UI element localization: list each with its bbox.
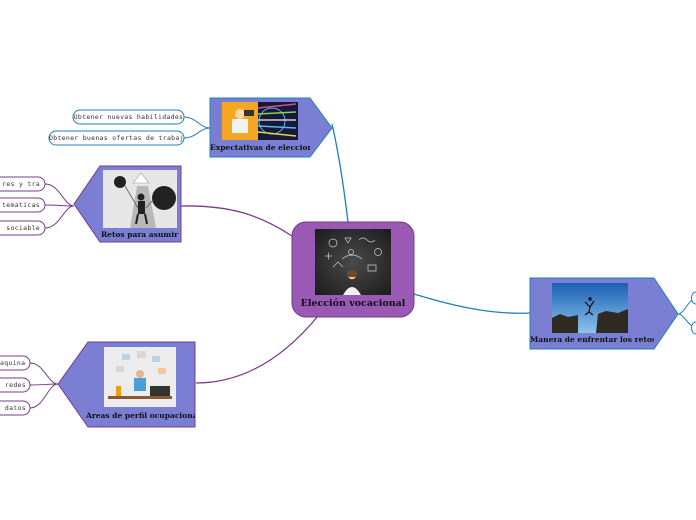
leaf-label-retos-2: tematicas [2,201,40,209]
chained-person-image [103,170,177,228]
leaf-pill-exp-2[interactable] [48,130,185,146]
connector-areas [195,315,319,384]
leaf-pill-manera-1[interactable] [691,291,696,305]
leaf-connector-retos-2 [44,204,75,207]
leaf-label-areas-2: redes [4,381,26,389]
leaf-label-exp-2: Obtener buenas ofertas de trabajo [49,134,184,142]
connector-retos [180,205,293,237]
leaf-label-exp-1: Obtener nuevas habilidades [73,113,184,121]
office-worker-image [104,347,176,407]
leaf-pill-manera-2[interactable] [691,321,696,335]
branch-title-retos: Retos para asumir [100,230,179,239]
central-title: Elección vocacional [300,298,406,309]
leaf-connector-retos-3 [44,205,75,229]
branch-title-areas: Areas de perfil ocupacional [86,411,195,420]
leaf-connector-exp-1 [183,116,211,129]
leaf-connector-retos-1 [44,183,75,207]
leaf-pill-retos-2[interactable] [0,197,46,213]
branch-title-expectativas: Expectativas de eleccion [210,143,310,152]
leaf-pill-retos-1[interactable] [0,176,46,192]
leaf-pill-areas-2[interactable] [0,377,31,393]
leaf-connector-areas-3 [29,383,59,409]
leaf-label-areas-1: aquinas [0,359,26,367]
leaf-pill-exp-1[interactable] [72,109,185,125]
leaf-connector-exp-2 [183,127,211,139]
leaf-label-areas-3: datos [4,404,26,412]
binoculars-arrows-image [222,102,298,140]
leaf-label-retos-1: res y tra [2,180,40,188]
branch-title-manera: Manera de enfrentar los retos [530,335,654,344]
leaf-label-retos-3: sociable [6,224,40,232]
woman-thinking-chalkboard-image [315,229,391,295]
connector-manera [413,293,531,314]
leaf-connector-areas-2 [29,383,59,386]
leaf-pill-retos-3[interactable] [0,220,46,236]
leaf-pill-areas-1[interactable] [0,355,31,371]
leaf-pill-areas-3[interactable] [0,400,31,416]
connector-expectativas [331,123,349,223]
leaf-connector-areas-1 [29,362,59,385]
cliff-jump-image [552,283,628,333]
